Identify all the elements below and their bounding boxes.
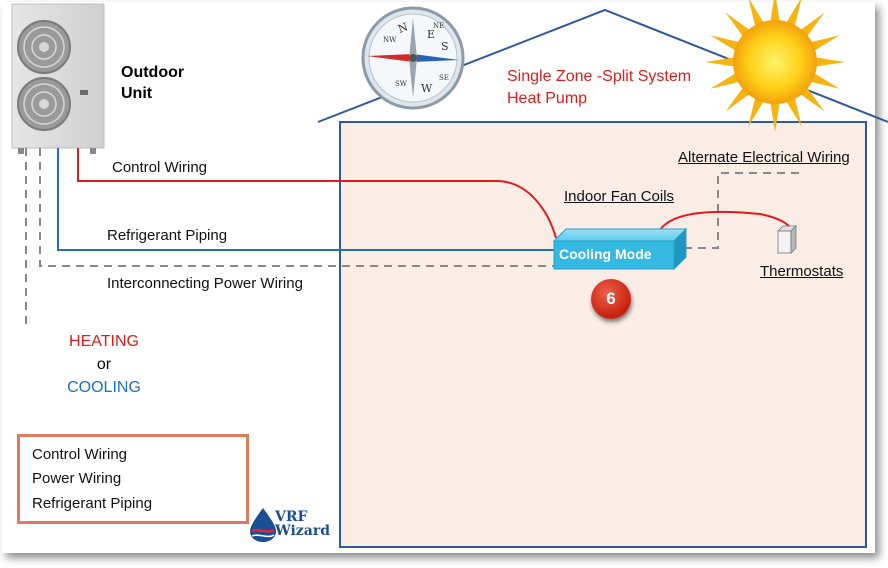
sun-ray (748, 96, 765, 127)
power-wiring-label: Interconnecting Power Wiring (107, 275, 303, 292)
control-wiring-line (77, 148, 557, 239)
compass-letter-n: N (396, 20, 410, 36)
compass-letter-sw: SW (395, 80, 408, 88)
sun-ray (809, 72, 840, 89)
logo-line1: VRF (275, 509, 308, 525)
sun-ray (814, 57, 845, 67)
system-title-line2: Heat Pump (507, 90, 588, 107)
outdoor-unit-title: Outdoor Unit (121, 62, 184, 104)
system-title: Single Zone -Split System Heat Pump (507, 66, 691, 110)
legend-item-control-wiring: Control Wiring (32, 446, 128, 463)
outdoor-unit-icon (11, 3, 105, 154)
sun-ray (799, 86, 825, 112)
house (317, 8, 888, 548)
alternate-electrical-wiring-line (684, 172, 805, 249)
legend: Control Wiring Power Wiring Refrigerant … (17, 434, 249, 524)
refrigerant-piping-line (57, 148, 556, 251)
compass-icon: N E S W NE SE SW NW (361, 6, 465, 110)
power-wiring-line (39, 148, 560, 267)
sun-ray (785, 96, 802, 127)
indoor-fan-coil (552, 227, 688, 271)
sun-ray (770, 0, 780, 23)
wiring (25, 148, 805, 330)
house-body (339, 121, 867, 548)
sun-ray (705, 57, 736, 67)
outdoor-unit-title-line1: Outdoor (121, 64, 185, 81)
mode-heating: HEATING (69, 333, 139, 350)
legend-item-refrigerant-piping: Refrigerant Piping (32, 495, 153, 512)
step-badge: 6 (591, 279, 631, 319)
refrigerant-piping-label: Refrigerant Piping (107, 227, 228, 244)
vrf-wizard-logo-text: VRF Wizard (275, 510, 330, 538)
mode-or: or (96, 356, 112, 373)
sun-icon (705, 0, 845, 132)
compass-letter-w: W (421, 82, 433, 95)
legend-item-power-wiring: Power Wiring (32, 470, 122, 487)
compass-letter-se: SE (439, 74, 449, 82)
control-wiring-label: Control Wiring (112, 159, 208, 176)
sun-ray (770, 101, 780, 132)
sun-ray (748, 0, 765, 28)
sun-ray (785, 0, 802, 28)
sun-ray (710, 72, 741, 89)
sun-disc (733, 20, 817, 104)
sun-ray (725, 86, 751, 112)
mode-cooling: COOLING (67, 379, 141, 396)
sun-ray (809, 35, 840, 52)
thermostat-control-line (655, 210, 791, 241)
compass-letter-nw: NW (383, 36, 397, 44)
sun-ray (799, 12, 825, 38)
compass-letter-e: E (427, 28, 435, 41)
vrf-wizard-logo-icon (250, 508, 276, 542)
compass-needle-red (367, 54, 413, 62)
cooling-mode-label: Cooling Mode (559, 246, 652, 262)
compass-letter-ne: NE (433, 22, 444, 30)
mode-indicator: HEATING or COOLING (40, 330, 168, 399)
alternate-electrical-wiring-label: Alternate Electrical Wiring (678, 149, 850, 166)
sun-ray (725, 12, 751, 38)
thermostat-icon (777, 225, 797, 254)
thermostats-label: Thermostats (760, 263, 844, 280)
sun-ray (710, 35, 741, 52)
outdoor-unit-title-line2: Unit (121, 85, 153, 102)
logo-line2: Wizard (275, 523, 330, 539)
system-title-line1: Single Zone -Split System (507, 68, 692, 85)
compass-needle-blue (413, 54, 459, 62)
indoor-fan-coils-label: Indoor Fan Coils (564, 188, 675, 205)
compass-letter-s: S (441, 40, 449, 53)
